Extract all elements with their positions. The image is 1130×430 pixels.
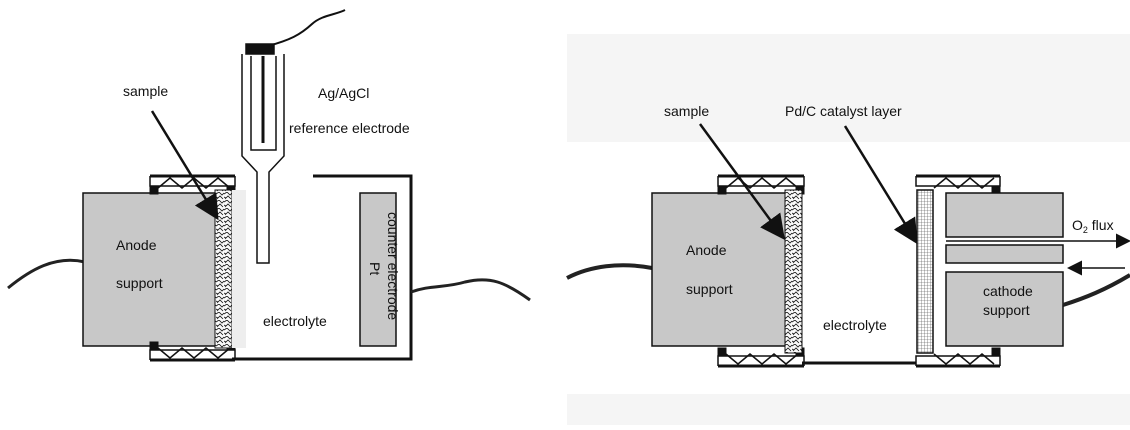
right-electrolyte-label: electrolyte bbox=[823, 317, 887, 333]
reference-label-1: Ag/AgCl bbox=[318, 85, 369, 101]
right-sample-layer bbox=[784, 189, 803, 354]
counter-label-1: Pt bbox=[367, 262, 383, 275]
catalyst-layer bbox=[916, 189, 934, 354]
cathode-block-top bbox=[945, 192, 1064, 238]
cathode-support bbox=[945, 271, 1064, 347]
reference-label-2: reference electrode bbox=[289, 120, 410, 136]
right-panel-bottom-bg bbox=[567, 394, 1130, 425]
right-cell: Anode support bbox=[566, 34, 1130, 425]
cathode-wire bbox=[1062, 273, 1130, 307]
cathode-label-2: support bbox=[983, 302, 1030, 318]
left-cell-wall bbox=[232, 174, 413, 361]
right-panel-top-bg bbox=[567, 34, 1130, 142]
left-anode-wire bbox=[7, 258, 86, 290]
left-electrolyte-label: electrolyte bbox=[263, 313, 327, 329]
counter-label-2: counter electrode bbox=[385, 212, 401, 320]
left-anode-support bbox=[82, 192, 219, 347]
left-sample-layer bbox=[214, 189, 233, 349]
catalyst-label: Pd/C catalyst layer bbox=[785, 103, 902, 119]
left-cell: Anode support Pt counter electrode bbox=[7, 9, 531, 362]
left-counter-electrode: Pt counter electrode bbox=[359, 192, 531, 347]
cathode-block-middle bbox=[945, 244, 1064, 264]
cathode-top-clamp bbox=[915, 174, 1001, 195]
right-sample-label: sample bbox=[664, 103, 709, 119]
right-sample-arrow bbox=[698, 123, 785, 241]
left-sample-label: sample bbox=[123, 83, 168, 99]
right-anode-label-2: support bbox=[686, 281, 733, 297]
flux-label: O2 flux bbox=[1072, 217, 1114, 235]
left-sample-arrow bbox=[150, 110, 219, 221]
right-anode-label-1: Anode bbox=[686, 242, 727, 258]
catalyst-arrow bbox=[843, 125, 918, 245]
reference-electrode bbox=[241, 9, 346, 264]
right-anode-wire bbox=[566, 263, 653, 280]
left-anode-label-1: Anode bbox=[116, 237, 157, 253]
left-anode-label-2: support bbox=[116, 275, 163, 291]
cathode-label-1: cathode bbox=[983, 283, 1033, 299]
cathode-bottom-clamp bbox=[915, 347, 1001, 368]
